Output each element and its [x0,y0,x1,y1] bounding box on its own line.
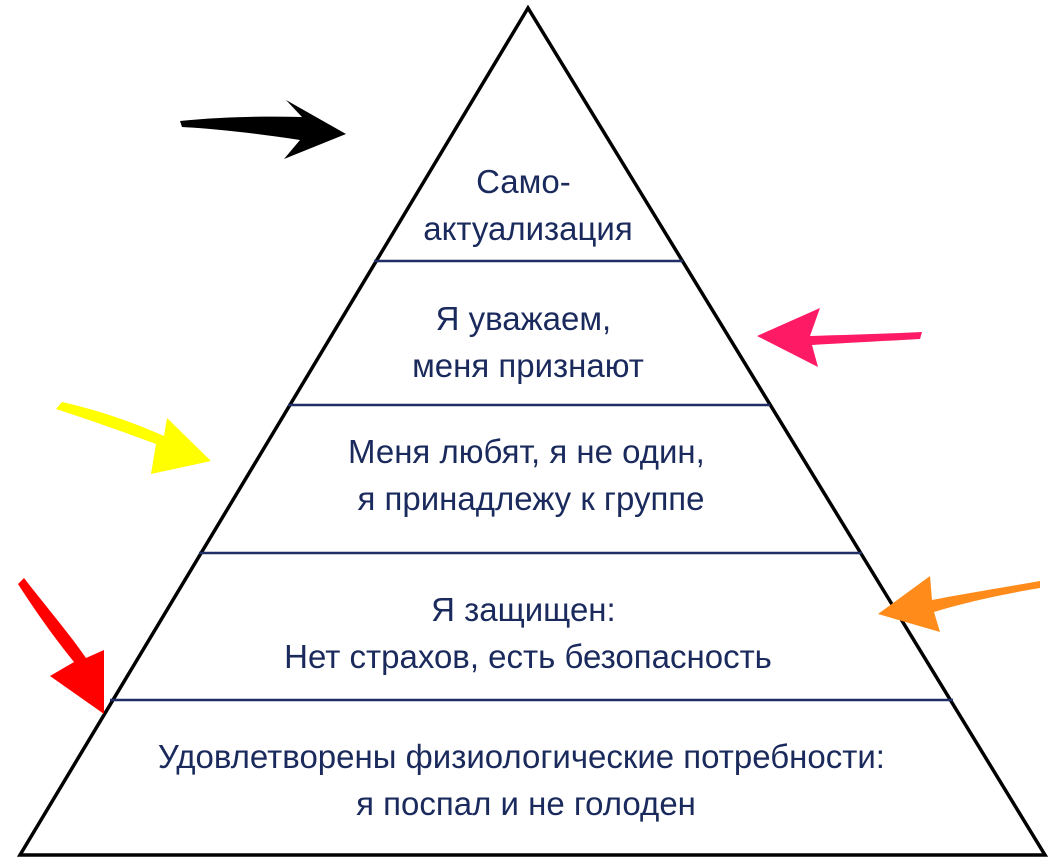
pyramid-outline [16,4,1049,857]
level-3-line-1: Меня любят, я не один, [348,433,705,470]
level-2-line-1: Я уважаем, [436,300,612,337]
pink-arrow [757,308,922,367]
level-5-line-1: Удовлетворены физиологические потребност… [158,738,885,775]
level-4-label: Я защищен: Нет страхов, есть безопасност… [284,591,772,675]
level-2-line-2: меня признают [412,347,644,384]
level-3-label: Меня любят, я не один, я принадлежу к гр… [348,433,714,517]
red-arrow [18,578,104,714]
yellow-arrow [56,402,211,474]
level-1-line-2: актуализация [423,210,633,247]
orange-arrow [878,576,1040,632]
level-3-line-2: я принадлежу к группе [357,480,704,517]
level-1-line-1: Само- [476,163,571,200]
level-4-line-1: Я защищен: [431,591,616,628]
level-5-label: Удовлетворены физиологические потребност… [158,738,894,822]
black-arrow [180,100,346,159]
level-5-line-2: я поспал и не голоден [356,785,696,822]
level-2-label: Я уважаем, меня признают [412,300,644,384]
level-4-line-2: Нет страхов, есть безопасность [284,638,772,675]
level-1-label: Само- актуализация [423,163,633,247]
